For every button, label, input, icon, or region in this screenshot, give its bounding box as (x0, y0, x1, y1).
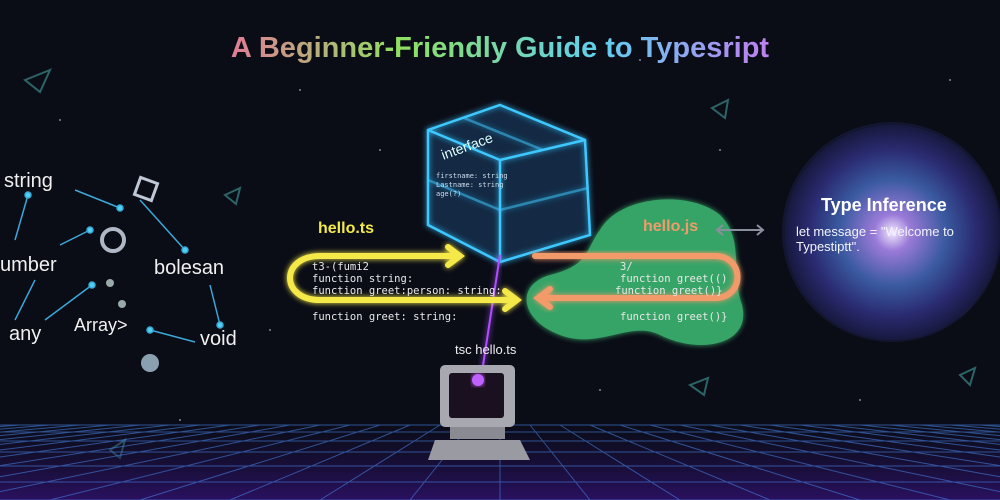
ts-code-line: function greet:person: string: (312, 285, 502, 297)
grid-line (739, 424, 1000, 467)
grid-line (619, 424, 861, 500)
js-filename: hello.js (643, 218, 699, 235)
grid-line (229, 424, 411, 500)
grid-line (0, 424, 231, 458)
sync-arrow (715, 224, 765, 236)
js-code-line: function greet(() (620, 273, 728, 285)
grid-line (649, 424, 951, 500)
ts-code-line: function greet: string: (312, 311, 458, 323)
grid-line (49, 424, 351, 500)
ts-code-line: t3-(fumi2 (312, 261, 369, 273)
type-word-void: void (200, 328, 237, 350)
ring-shape (100, 227, 126, 253)
grid-line (0, 424, 141, 441)
grid-line (319, 424, 441, 500)
page-title: A Beginner-Friendly Guide to Typesript (0, 32, 1000, 65)
grid-line (829, 424, 1000, 445)
interface-cube (426, 103, 592, 264)
type-word-any: any (9, 323, 42, 345)
js-loop-arrows (532, 253, 741, 310)
computer-icon (428, 365, 530, 460)
type-word-number: umber (0, 254, 57, 276)
ts-filename: hello.ts (318, 220, 375, 237)
js-blob (526, 199, 744, 345)
type-word-array: Array> (74, 315, 128, 335)
cube-code-line: age(?) (436, 190, 462, 198)
grid-line (679, 424, 1000, 493)
galaxy-glow (785, 125, 1000, 340)
grid-line (709, 424, 1000, 478)
grid-line (859, 424, 1000, 441)
ts-code-line: function string: (312, 273, 414, 285)
js-code-line: function greet()} (615, 285, 723, 297)
grid-line (0, 424, 171, 445)
cube-code-line: firstname: string (436, 172, 508, 180)
grid-line (589, 424, 771, 500)
square-shape (132, 175, 160, 203)
grid-line (769, 424, 1000, 458)
js-code-line: 3/ (620, 261, 633, 273)
inference-code: let message = "Welcome to Typestiptt". (796, 224, 954, 254)
js-code-line: function greet()} (620, 311, 728, 323)
ts-loop-arrows (287, 244, 522, 312)
grid-line (0, 424, 201, 451)
compile-beam (479, 254, 501, 386)
type-network (14, 189, 224, 343)
type-word-boolean: bolesan (154, 257, 225, 279)
grid-line (799, 424, 1000, 451)
cube-code-line: Lastname: string (436, 181, 504, 189)
grid-line (139, 424, 381, 500)
inference-heading: Type Inference (821, 195, 947, 215)
grid-line (0, 424, 291, 478)
grid-line (0, 424, 261, 467)
grid-line (559, 424, 681, 500)
grid-line (529, 424, 591, 500)
grid-line (0, 424, 321, 493)
type-word-string: string (4, 170, 53, 192)
compile-command: tsc hello.ts (455, 342, 517, 357)
